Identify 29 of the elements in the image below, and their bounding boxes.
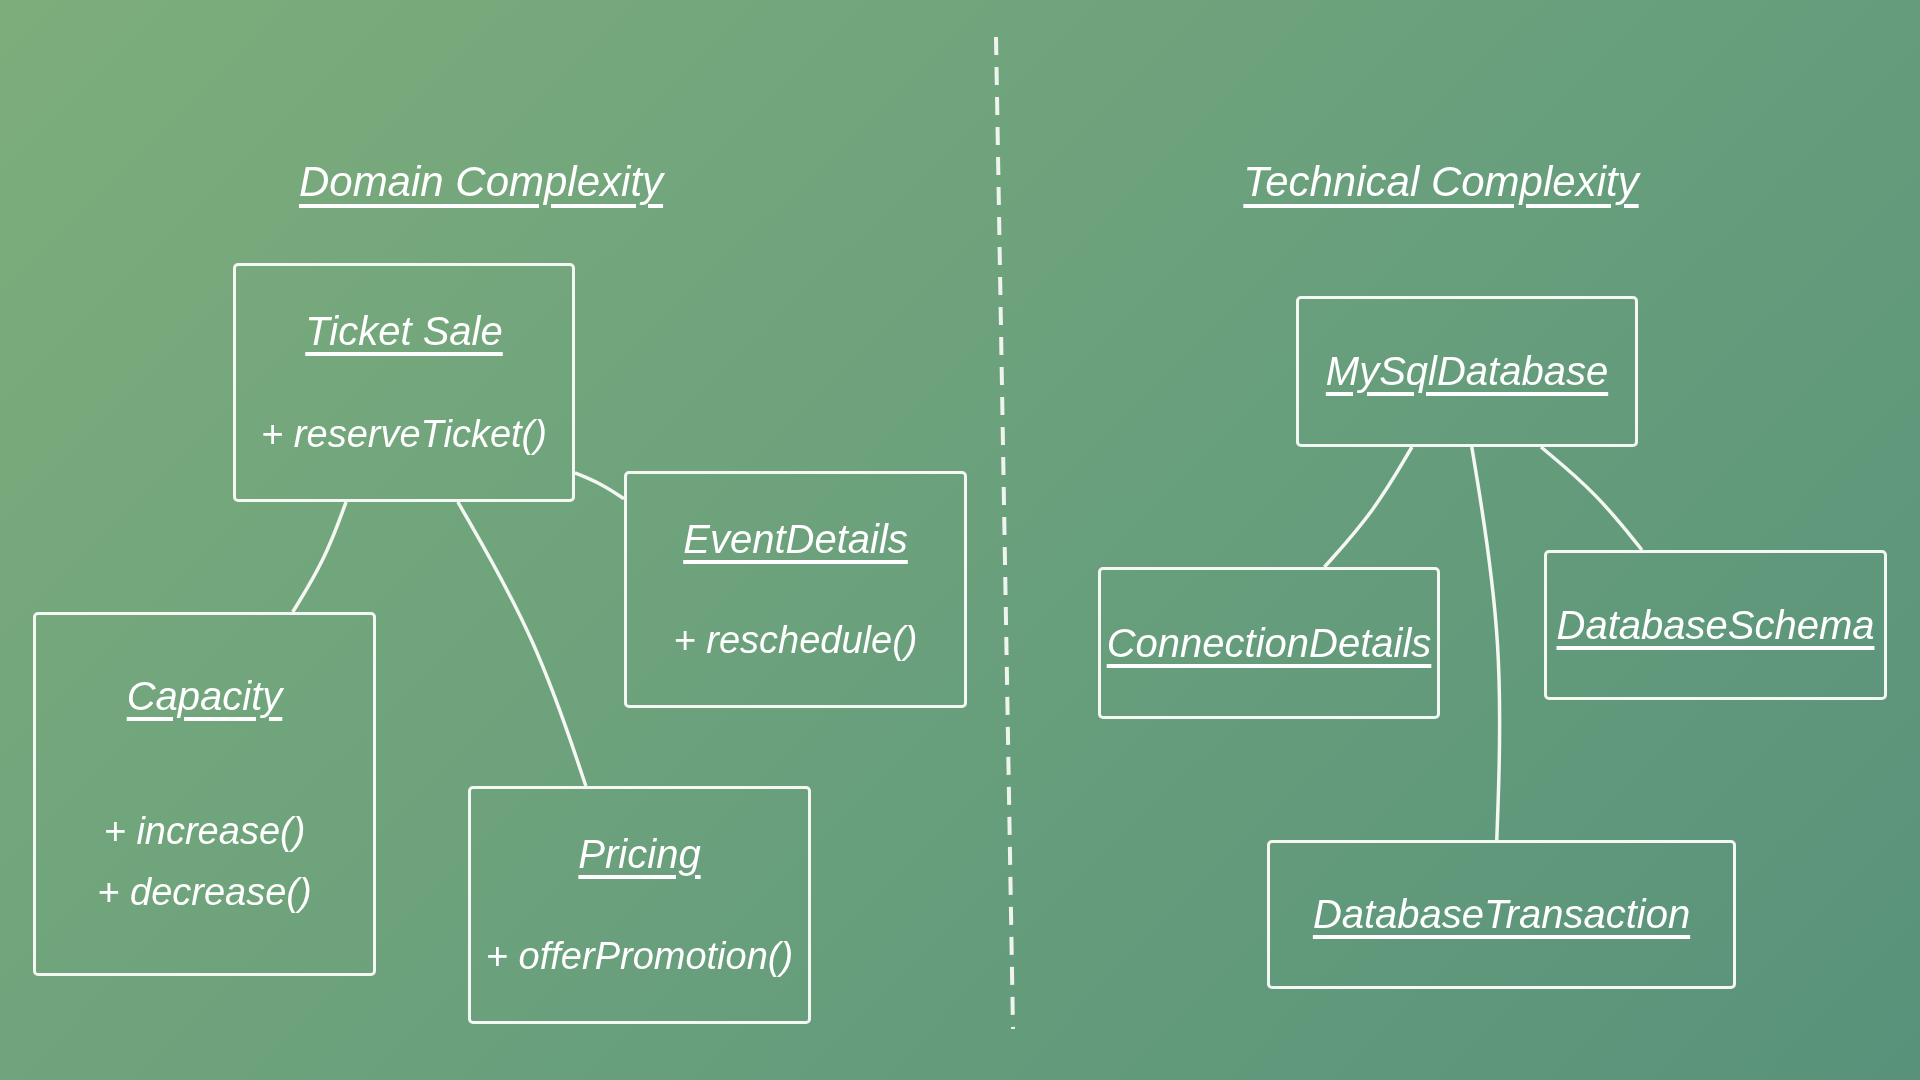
class-name: ConnectionDetails	[1106, 620, 1432, 666]
method-text: + reschedule()	[673, 619, 918, 663]
connector-line	[1539, 445, 1644, 552]
class-box	[1544, 550, 1887, 700]
class-name: Pricing	[578, 832, 701, 877]
method-text: + decrease()	[97, 870, 312, 914]
class-box	[1267, 840, 1736, 989]
class-name: MySqlDatabase	[1325, 349, 1609, 394]
class-box	[233, 263, 575, 502]
class-name: DatabaseSchema	[1556, 602, 1875, 648]
class-name: Capacity	[126, 674, 283, 720]
method-text: + reserveTicket()	[261, 412, 547, 456]
class-name: EventDetails	[683, 516, 908, 562]
section-title: Technical Complexity	[1243, 158, 1639, 206]
class-box	[624, 471, 967, 708]
class-box	[1296, 296, 1638, 447]
class-name: Ticket Sale	[305, 309, 503, 355]
class-box	[1098, 567, 1440, 719]
section-title: Domain Complexity	[298, 158, 664, 206]
connector-line	[574, 471, 625, 501]
method-text: + increase()	[103, 809, 306, 853]
class-box	[33, 612, 376, 976]
connector-line	[291, 501, 348, 613]
class-name: DatabaseTransaction	[1312, 892, 1691, 937]
connector-line	[1323, 446, 1414, 569]
class-box	[468, 786, 811, 1024]
connector-line	[1470, 446, 1502, 841]
method-text: + offerPromotion()	[485, 935, 794, 978]
connector-line	[456, 501, 588, 787]
